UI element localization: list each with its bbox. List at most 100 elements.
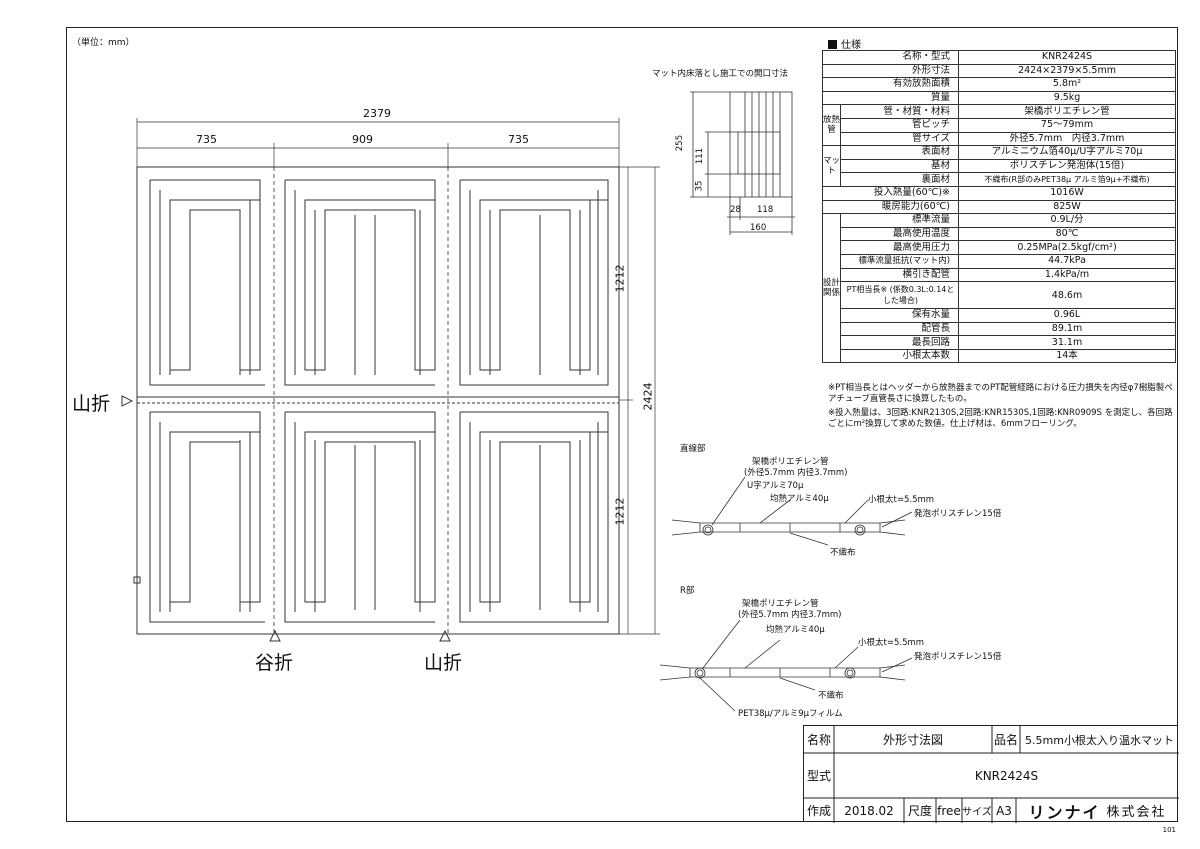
spec-value: 2424×2379×5.5mm — [958, 63, 1176, 79]
tb-model-value: KNR2424S — [974, 768, 1039, 783]
spec-key: 管ピッチ — [839, 117, 960, 133]
section-r-title: R部 — [680, 586, 695, 596]
section-r-joist: 小根太t=5.5mm — [858, 638, 925, 648]
spec-row: 放熱管管・材質・材料架橋ポリエチレン管 — [822, 104, 1176, 147]
company-logo: リンナイ — [1028, 802, 1101, 822]
section-r-pipe: 架橋ポリエチレン管 — [742, 599, 819, 609]
tb-name-value: 外形寸法図 — [882, 733, 943, 747]
opening-detail-drawing — [690, 91, 795, 235]
spec-value: 31.1m — [958, 335, 1176, 350]
spec-value: 44.7kPa — [958, 253, 1176, 269]
spec-key: 保有水量 — [839, 308, 960, 323]
page-number: 101 — [1162, 826, 1176, 834]
section-straight-foam: 発泡ポリスチレン15倍 — [914, 509, 1002, 519]
tb-model-label: 型式 — [806, 769, 831, 783]
opening-dim-w1: 28 — [730, 205, 741, 215]
spec-value: 1016W — [958, 185, 1176, 201]
spec-value: 75〜79mm — [958, 117, 1176, 133]
spec-value: 825W — [958, 199, 1176, 215]
spec-key: 名称・型式 — [821, 50, 960, 65]
dim-right-width: 735 — [508, 133, 529, 146]
pipe-header — [133, 576, 141, 584]
spec-key: 管・材質・材料 — [839, 104, 960, 119]
spec-key: 管サイズ — [839, 131, 960, 147]
spec-note-1: ※PT相当長とはヘッダーから放熱器までのPT配管経路における圧力損失を内径φ7樹… — [828, 383, 1173, 404]
opening-dim-w3: 160 — [750, 223, 767, 233]
section-r-pipe-size: (外径5.7mm 内径3.7mm) — [738, 610, 842, 620]
spec-value: アルミニウム箔40μ/U字アルミ70μ — [958, 145, 1176, 160]
tb-size-label: サイズ — [962, 807, 992, 818]
tb-scale-value: free — [937, 803, 961, 818]
section-r-alu: 均熱アルミ40μ — [766, 625, 825, 635]
spec-key: 最長回路 — [839, 335, 960, 350]
drawing-frame — [66, 27, 1178, 822]
panel-dividers — [273, 167, 449, 634]
spec-value: 0.96L — [958, 308, 1176, 323]
pipe-loops-top — [149, 179, 609, 386]
spec-key: 標準流量 — [839, 213, 960, 228]
spec-value: 0.25MPa(2.5kgf/cm²) — [958, 240, 1176, 255]
spec-key: 有効放熱面積 — [821, 77, 960, 92]
spec-key: PT相当長※ (係数0.3L:0.14とした場合) — [839, 281, 960, 310]
title-block: 名称 外形寸法図 品名 5.5mm小根太入り温水マット 型式 KNR2424S … — [803, 725, 1179, 823]
spec-key: 外形寸法 — [821, 63, 960, 79]
spec-row: 標準流量抵抗(マット内)44.7kPa — [823, 253, 1176, 269]
spec-row: マット表面材アルミニウム箔40μ/U字アルミ70μ — [822, 145, 1176, 187]
spec-row: 裏面材不織布(R部のみPET38μ アルミ箔9μ+不織布) — [823, 172, 1176, 187]
section-straight-title: 直線部 — [680, 444, 706, 454]
spec-key: 最高使用温度 — [839, 226, 960, 242]
spec-value: 14本 — [958, 348, 1176, 364]
tb-product-value: 5.5mm小根太入り温水マット — [1025, 733, 1174, 747]
spec-key: 横引き配管 — [839, 267, 960, 283]
spec-group-mat: マット — [822, 145, 841, 187]
spec-notes: ※PT相当長とはヘッダーから放熱器までのPT配管経路における圧力損失を内径φ7樹… — [828, 383, 1174, 430]
dim-total-height: 2424 — [641, 382, 655, 411]
spec-key: 表面材 — [839, 145, 960, 160]
spec-row: PT相当長※ (係数0.3L:0.14とした場合)48.6m — [823, 281, 1176, 310]
title-block-grid — [804, 726, 1179, 823]
spec-note-2: ※投入熱量は、3回路:KNR2130S,2回路:KNR1530S,1回路:KNR… — [828, 408, 1173, 429]
top-dimensions — [136, 118, 620, 167]
spec-row: 管サイズ外径5.7mm 内径3.7mm — [823, 131, 1176, 147]
opening-dim-h1: 255 — [675, 134, 686, 152]
spec-value: 外径5.7mm 内径3.7mm — [958, 131, 1176, 147]
section-straight-alu: 均熱アルミ40μ — [770, 494, 829, 504]
dim-half-bottom: 1212 — [613, 497, 627, 526]
spec-value: 5.8m² — [958, 77, 1176, 92]
fold-label-left: 山折 — [72, 393, 111, 415]
fold-marker-bottom-1 — [269, 629, 281, 642]
dim-half-top: 1212 — [613, 264, 627, 293]
spec-key: 裏面材 — [839, 172, 960, 187]
spec-key: 最高使用圧力 — [839, 240, 960, 255]
right-dimensions — [619, 166, 660, 635]
tb-product-label: 品名 — [993, 733, 1018, 747]
tb-made-value: 2018.02 — [844, 803, 894, 818]
fold-label-bottom-2: 山折 — [424, 652, 463, 674]
spec-key: 基材 — [839, 158, 960, 174]
spec-key: 小根太本数 — [839, 348, 960, 364]
fold-marker-left — [121, 395, 134, 407]
company-suffix: 株式会社 — [1106, 805, 1167, 820]
spec-row: 暖房能力(60℃)825W — [821, 199, 1176, 215]
spec-value: 9.5kg — [958, 90, 1176, 106]
section-r-film: PET38μ/アルミ9μフィルム — [738, 709, 843, 719]
spec-heading-square-icon — [828, 40, 837, 49]
spec-key: 標準流量抵抗(マット内) — [839, 253, 960, 269]
opening-dim-w2: 118 — [757, 205, 774, 215]
spec-value: 架橋ポリエチレン管 — [958, 104, 1176, 119]
section-r-drawing — [659, 619, 913, 712]
spec-group-pipe: 放熱管 — [822, 104, 841, 147]
spec-value: 80℃ — [958, 226, 1176, 242]
